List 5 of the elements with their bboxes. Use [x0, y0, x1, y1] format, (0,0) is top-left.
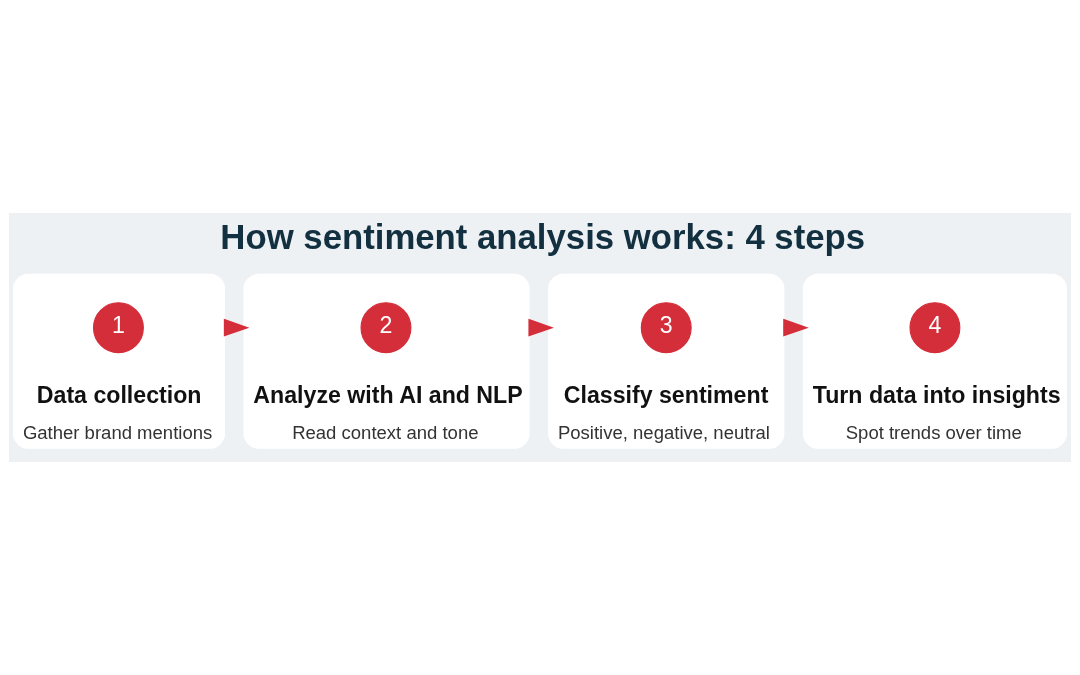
- node-circle: 1: [92, 302, 144, 354]
- node-circle: 4: [909, 302, 961, 354]
- node-circle: 3: [640, 302, 692, 354]
- node-circle: 2: [360, 302, 412, 354]
- diagram-title: How sentiment analysis works: 4 steps: [220, 217, 866, 256]
